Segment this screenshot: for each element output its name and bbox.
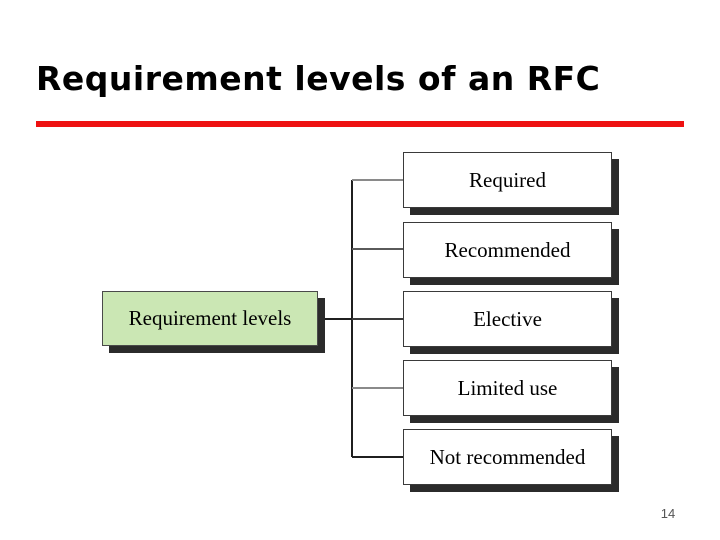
node-limited-use[interactable]: Limited use xyxy=(403,360,612,416)
node-label: Requirement levels xyxy=(128,306,292,330)
node-label: Recommended xyxy=(444,237,571,262)
page-number: 14 xyxy=(660,506,676,521)
node-recommended[interactable]: Recommended xyxy=(403,222,612,278)
node-label: Limited use xyxy=(457,375,558,400)
node-elective[interactable]: Elective xyxy=(403,291,612,347)
node-requirement-levels[interactable]: Requirement levels xyxy=(102,291,318,346)
node-label: Elective xyxy=(473,306,542,331)
node-label: Required xyxy=(469,167,546,192)
node-label: Not recommended xyxy=(429,444,586,469)
node-not-recommended[interactable]: Not recommended xyxy=(403,429,612,485)
node-required[interactable]: Required xyxy=(403,152,612,208)
page-title: Requirement levels of an RFC xyxy=(36,59,601,98)
title-underline-rule xyxy=(36,121,684,127)
